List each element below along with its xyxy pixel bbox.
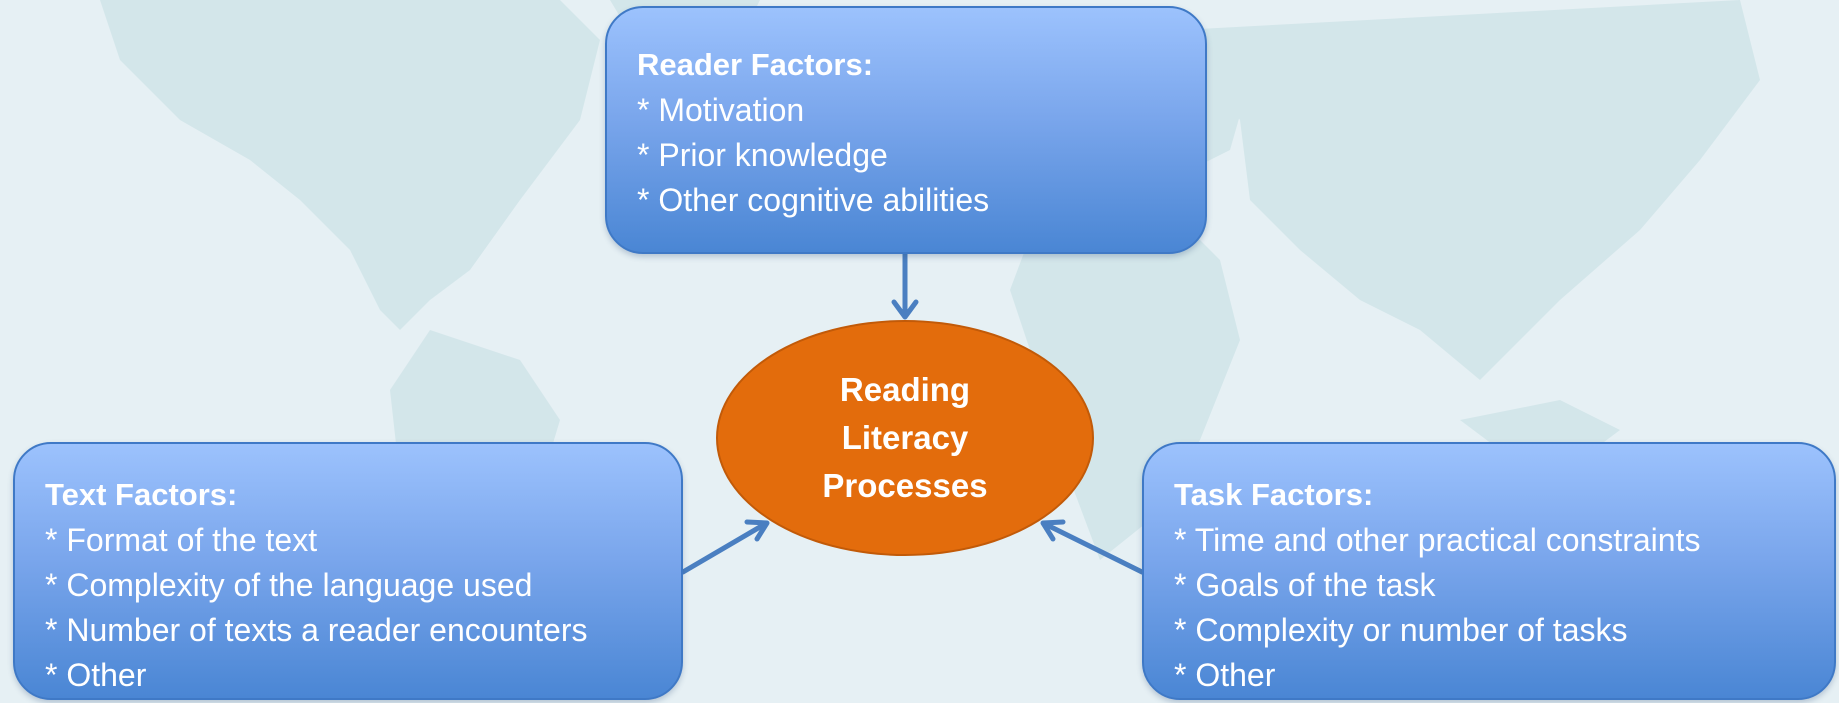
task-factors-box: Task Factors: * Time and other practical… [1142,442,1836,700]
center-label-line: Reading [839,371,971,408]
reader-factor-item: * Motivation [637,92,805,128]
text-factor-item: * Complexity of the language used [45,567,533,603]
task-factor-item: * Complexity or number of tasks [1174,612,1628,648]
task-factor-item: * Goals of the task [1174,567,1436,603]
text-factors-heading: Text Factors: [45,477,238,512]
task-factors-list: * Time and other practical constraints *… [1174,518,1834,698]
reading-literacy-processes-node: Reading Literacy Processes [716,320,1094,556]
center-label-line: Processes [822,467,988,504]
reader-to-center-arrowhead [891,299,919,320]
center-label-line: Literacy [841,419,969,456]
task-factor-item: * Time and other practical constraints [1174,522,1701,558]
text-factor-item: * Format of the text [45,522,318,558]
reader-factor-item: * Other cognitive abilities [637,182,990,218]
text-factor-item: * Other [45,657,147,693]
reader-factors-box: Reader Factors: * Motivation * Prior kno… [605,6,1207,254]
reader-factors-list: * Motivation * Prior knowledge * Other c… [637,88,1205,223]
text-factors-box: Text Factors: * Format of the text * Com… [13,442,683,700]
task-factor-item: * Other [1174,657,1276,693]
text-factors-list: * Format of the text * Complexity of the… [45,518,681,698]
task-to-center-arrow-line [1042,521,1145,575]
task-factors-heading: Task Factors: [1174,477,1374,512]
text-to-center-arrow-line [680,521,768,575]
text-to-center-arrowhead [744,519,770,542]
asia-shape [1180,0,1760,380]
task-to-center-arrowhead [1040,519,1066,542]
reader-factor-item: * Prior knowledge [637,137,888,173]
text-factor-item: * Number of texts a reader encounters [45,612,588,648]
reader-factors-heading: Reader Factors: [637,47,874,82]
north-america-shape [100,0,600,330]
